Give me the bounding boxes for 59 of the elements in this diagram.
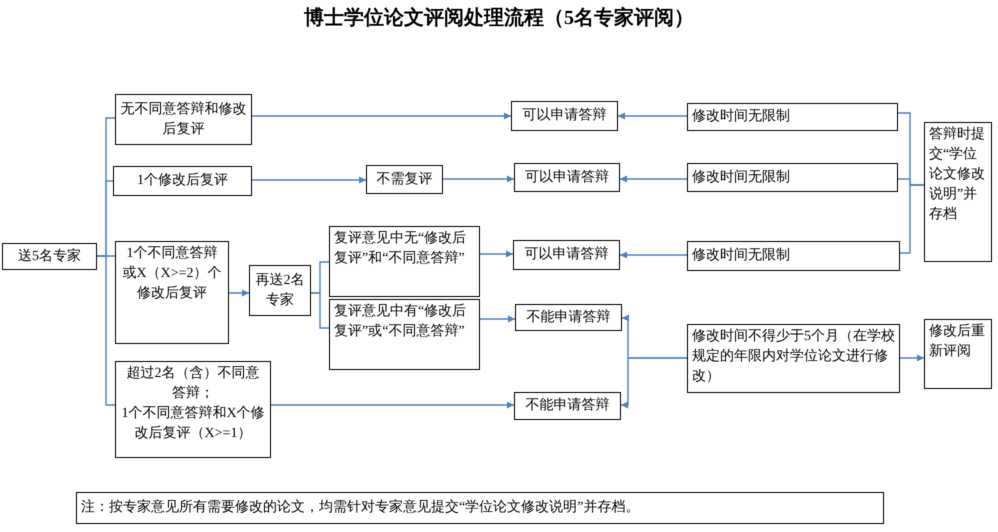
process-box (329, 226, 480, 297)
process-box (514, 163, 620, 192)
arrow (620, 252, 687, 258)
connector-line (97, 255, 115, 406)
arrow (443, 176, 514, 182)
process-box (249, 265, 311, 316)
process-box (511, 101, 618, 131)
process-box (2, 243, 97, 270)
arrow (480, 316, 515, 322)
box-text: 修改后重新评阅 (929, 322, 986, 361)
box-text: 1个不同意答辩或X（X>=2）个修改后复评 (121, 244, 222, 303)
note-text: 注：按专家意见所有需要修改的论文，均需针对专家意见提交“学位论文修改说明”并存档。 (81, 498, 640, 517)
box-text: 超过2名（含）不同意答辩； (126, 364, 260, 403)
box-text: 无不同意答辩和修改后复评 (120, 100, 247, 138)
connector-line (311, 292, 329, 329)
process-box (514, 392, 621, 420)
arrow (252, 176, 366, 184)
title: 博士学位论文评阅处理流程（5名专家评阅） (303, 6, 695, 31)
process-box (687, 103, 898, 131)
arrow (618, 112, 687, 120)
arrow (620, 176, 687, 182)
box-text: 修改时间不得少于5个月（在学校规定的年限内对学位论文进行修改） (692, 328, 895, 386)
box-text: 不需复评 (376, 170, 434, 188)
arrow (621, 357, 687, 408)
box-text: 1个修改后复评 (136, 172, 229, 190)
box-text: 1个不同意答辩和X个修改后复评（X>=1） (120, 404, 266, 443)
process-box (687, 163, 898, 192)
process-box (115, 241, 229, 344)
process-box (513, 240, 620, 270)
box-text: 不能申请答辩 (526, 308, 612, 326)
box-text: 答辩时提交“学位论文修改说明”并存档 (929, 125, 986, 224)
box-text: 可以申请答辩 (524, 245, 610, 264)
box-text: 复评意见中无“修改后复评”和“不同意答辩” (334, 230, 468, 268)
box-text: 修改时间无限制 (692, 168, 791, 186)
arrow (900, 354, 924, 362)
arrow (480, 250, 513, 258)
process-box (924, 122, 992, 262)
arrow (252, 112, 511, 120)
process-box (115, 94, 252, 145)
process-box (115, 361, 271, 458)
box-text: 修改时间无限制 (692, 246, 791, 265)
arrow (229, 290, 249, 296)
box-text: 再送2名专家 (254, 272, 306, 310)
connector-line (900, 184, 924, 254)
box-text: 可以申请答辩 (524, 168, 610, 186)
note-box (76, 492, 884, 524)
process-box (366, 165, 443, 194)
process-box (924, 319, 992, 389)
box-text: 送5名专家 (17, 247, 82, 266)
process-box (329, 299, 480, 370)
box-text: 不能申请答辩 (524, 396, 610, 415)
process-box (687, 324, 900, 393)
process-box (515, 304, 622, 331)
box-text: 可以申请答辩 (522, 106, 608, 125)
process-box (113, 166, 252, 196)
box-text: 复评意见中有“修改后复评”或“不同意答辩” (334, 302, 468, 341)
arrow (271, 402, 514, 408)
process-box (687, 241, 900, 271)
box-text: 修改时间无限制 (692, 108, 791, 126)
